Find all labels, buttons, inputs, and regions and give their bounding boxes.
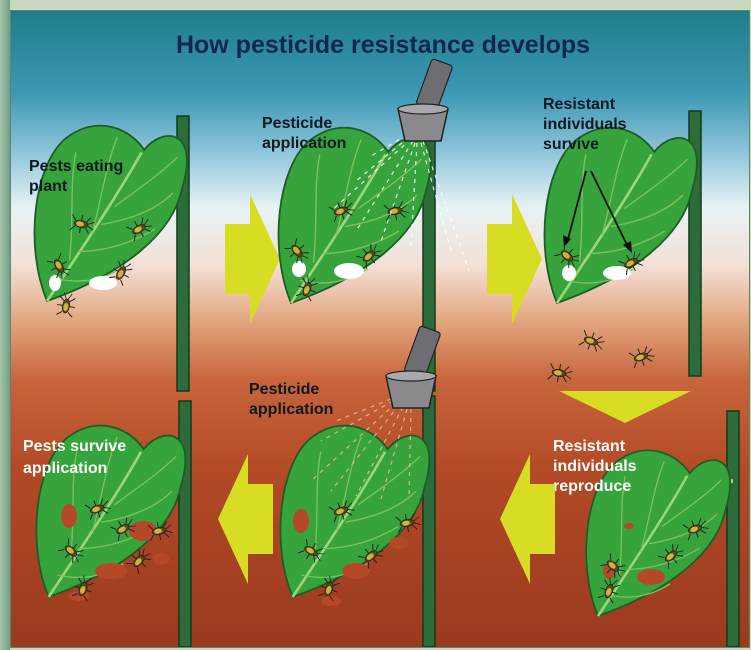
- pesticide-resistance-diagram: How pesticide resistance develops Pests …: [11, 11, 749, 647]
- leaf-hole: [334, 263, 364, 279]
- panel-resistant-survive: Resistant individuals survive: [543, 96, 701, 384]
- dead-pest-icon: [629, 344, 657, 369]
- leaf-damage: [293, 509, 309, 533]
- arrow-left-icon: [218, 454, 273, 584]
- dead-pest-icon: [548, 362, 574, 384]
- leaf-hole: [292, 261, 306, 277]
- label-pesticide-application-2: Pesticide application: [249, 381, 333, 418]
- leaf-damage: [153, 553, 169, 565]
- arrow-down-icon: [559, 391, 691, 423]
- leaf-damage: [95, 563, 127, 579]
- panel-pests-eating: Pests eating plant: [29, 116, 189, 391]
- arrow-right-icon: [487, 194, 542, 324]
- sprayer-nozzle-icon: [398, 59, 453, 141]
- diagram-frame: How pesticide resistance develops Pests …: [10, 10, 750, 648]
- arrow-left-icon: [500, 454, 555, 584]
- stem: [179, 401, 191, 647]
- leaf-damage: [342, 563, 370, 579]
- leaf-damage: [61, 504, 77, 528]
- label-resistant-reproduce: Resistant individuals reproduce: [553, 438, 641, 495]
- stem: [727, 411, 739, 647]
- stem: [423, 396, 435, 647]
- diagram-title: How pesticide resistance develops: [176, 31, 590, 59]
- leaf-damage: [389, 537, 409, 549]
- dead-pest-icon: [579, 329, 607, 354]
- page-edge: [0, 0, 10, 650]
- leaf-damage: [624, 523, 634, 529]
- arrow-right-icon: [225, 194, 280, 324]
- leaf-damage: [637, 569, 665, 585]
- panel-pests-survive: Pests survive application: [23, 401, 191, 647]
- panel-pesticide-application-2: Pesticide application: [249, 326, 441, 647]
- leaf-hole: [89, 276, 117, 290]
- leaf-hole: [49, 275, 61, 291]
- panel-resistant-reproduce: Resistant individuals reproduce: [553, 411, 739, 647]
